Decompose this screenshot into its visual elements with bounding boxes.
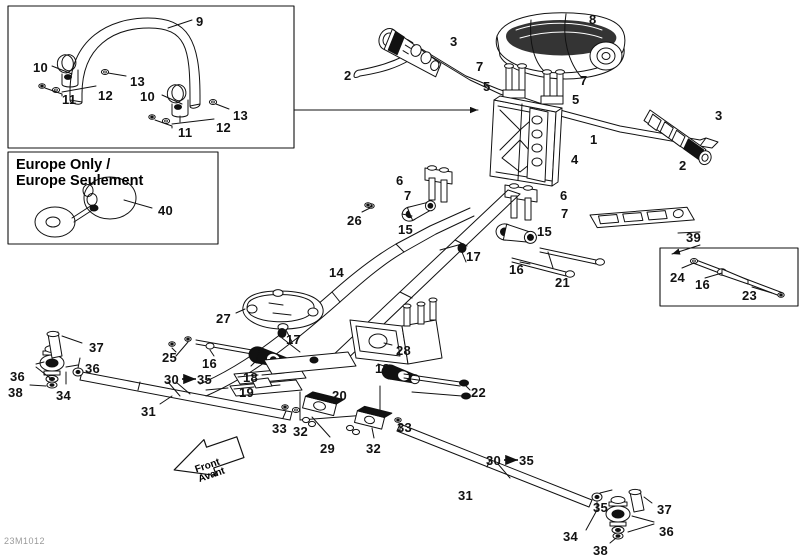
callout-6: 6 [396,173,404,188]
callout-16c: 16 [695,277,711,292]
callout-36: 36 [85,361,101,376]
callout-10b: 10 [140,89,156,104]
callout-11: 11 [62,92,77,107]
callout-34b: 34 [563,529,579,544]
callout-18b: 18 [375,361,391,376]
callout-13: 13 [130,74,146,89]
callout-30b: 30 [486,453,502,468]
callout-13b: 13 [233,108,249,123]
callout-29: 29 [320,441,336,456]
callout-33b: 33 [397,420,413,435]
callout-20: 20 [332,388,348,403]
callout-18: 18 [243,370,259,385]
callout-17: 17 [466,249,482,264]
callout-5: 5 [483,79,491,94]
callout-6b: 6 [560,188,568,203]
callout-40: 40 [158,203,174,218]
callout-33: 33 [272,421,288,436]
callout-25: 25 [162,350,178,365]
callout-21: 21 [555,275,571,290]
callout-17b: 17 [286,332,302,347]
callout-5b: 5 [572,92,580,107]
callout-35c: 35 [593,500,609,515]
callout-32: 32 [293,424,309,439]
callout-9: 9 [196,14,204,29]
callout-7c: 7 [404,188,412,203]
callout-32b: 32 [366,441,382,456]
europe-only-title: Europe Only / Europe Seulement [16,157,144,189]
callout-19: 19 [239,385,255,400]
callout-35: 35 [197,372,213,387]
callout-4: 4 [571,152,579,167]
callout-12b: 12 [216,120,232,135]
callout-26: 26 [347,213,363,228]
callout-11b: 11 [178,125,193,140]
callout-16: 16 [509,262,525,277]
callout-22: 22 [471,385,487,400]
callout-14: 14 [329,265,345,280]
callout-39: 39 [686,230,702,245]
page-watermark: 23M1012 [4,536,46,546]
callout-10: 10 [33,60,49,75]
callout-7d: 7 [561,206,569,221]
callout-2b: 2 [679,158,687,173]
callout-1: 1 [590,132,598,147]
callout-2: 2 [344,68,352,83]
callout-24: 24 [670,270,686,285]
callout-35b: 35 [519,453,535,468]
callout-34: 34 [56,388,72,403]
callout-8: 8 [589,12,597,27]
callout-27: 27 [216,311,232,326]
callout-3b: 3 [715,108,723,123]
callout-30: 30 [164,372,180,387]
callout-7b: 7 [580,73,588,88]
callout-36b: 36 [10,369,26,384]
callout-31: 31 [141,404,157,419]
callout-37: 37 [89,340,105,355]
callout-28: 28 [396,343,412,358]
callout-23: 23 [742,288,758,303]
callout-37b: 37 [657,502,673,517]
callout-31b: 31 [458,488,474,503]
callout-38: 38 [8,385,24,400]
callout-15: 15 [398,222,414,237]
callout-16b: 16 [202,356,218,371]
callout-36c: 36 [659,524,675,539]
callout-7: 7 [476,59,484,74]
callout-3: 3 [450,34,458,49]
callout-12: 12 [98,88,114,103]
callout-15b: 15 [537,224,553,239]
